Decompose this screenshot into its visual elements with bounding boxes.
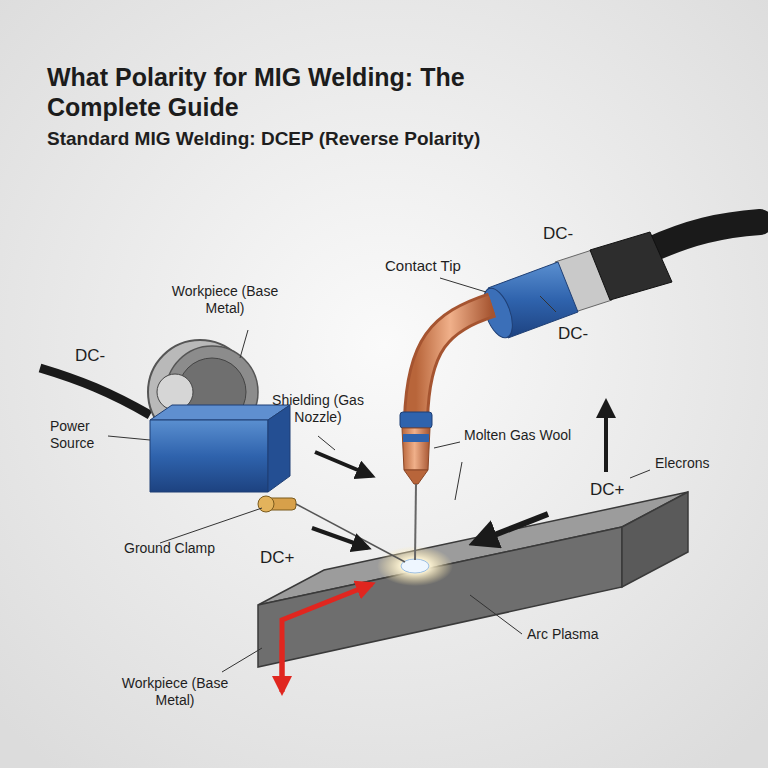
part-label: Arc Plasma — [527, 626, 599, 643]
polarity-label: DC- — [543, 224, 573, 244]
subtitle: Standard MIG Welding: DCEP (Reverse Pola… — [47, 128, 480, 151]
workpiece-bar — [258, 492, 688, 667]
polarity-label: DC+ — [260, 548, 294, 568]
part-label: Molten Gas Wool — [464, 427, 571, 444]
part-label: Workpiece (Base Metal) — [170, 283, 280, 317]
polarity-label: DC+ — [590, 480, 624, 500]
part-label: Elecrons — [655, 455, 709, 472]
weld-pool — [401, 559, 429, 573]
diagram-title: What Polarity for MIG Welding: The Compl… — [47, 62, 487, 122]
part-label: Ground Clamp — [124, 540, 215, 557]
part-label: Workpiece (Base Metal) — [120, 675, 230, 709]
part-label: Contact Tip — [385, 257, 461, 275]
polarity-label: DC- — [558, 324, 588, 344]
part-label: Shielding (Gas Nozzle) — [263, 392, 373, 426]
current-arrow — [282, 584, 372, 692]
part-label: Power Source — [50, 418, 112, 452]
polarity-label: DC- — [75, 346, 105, 366]
flow-arrows — [312, 402, 606, 548]
leader-lines — [108, 278, 650, 672]
power-source — [40, 340, 405, 562]
